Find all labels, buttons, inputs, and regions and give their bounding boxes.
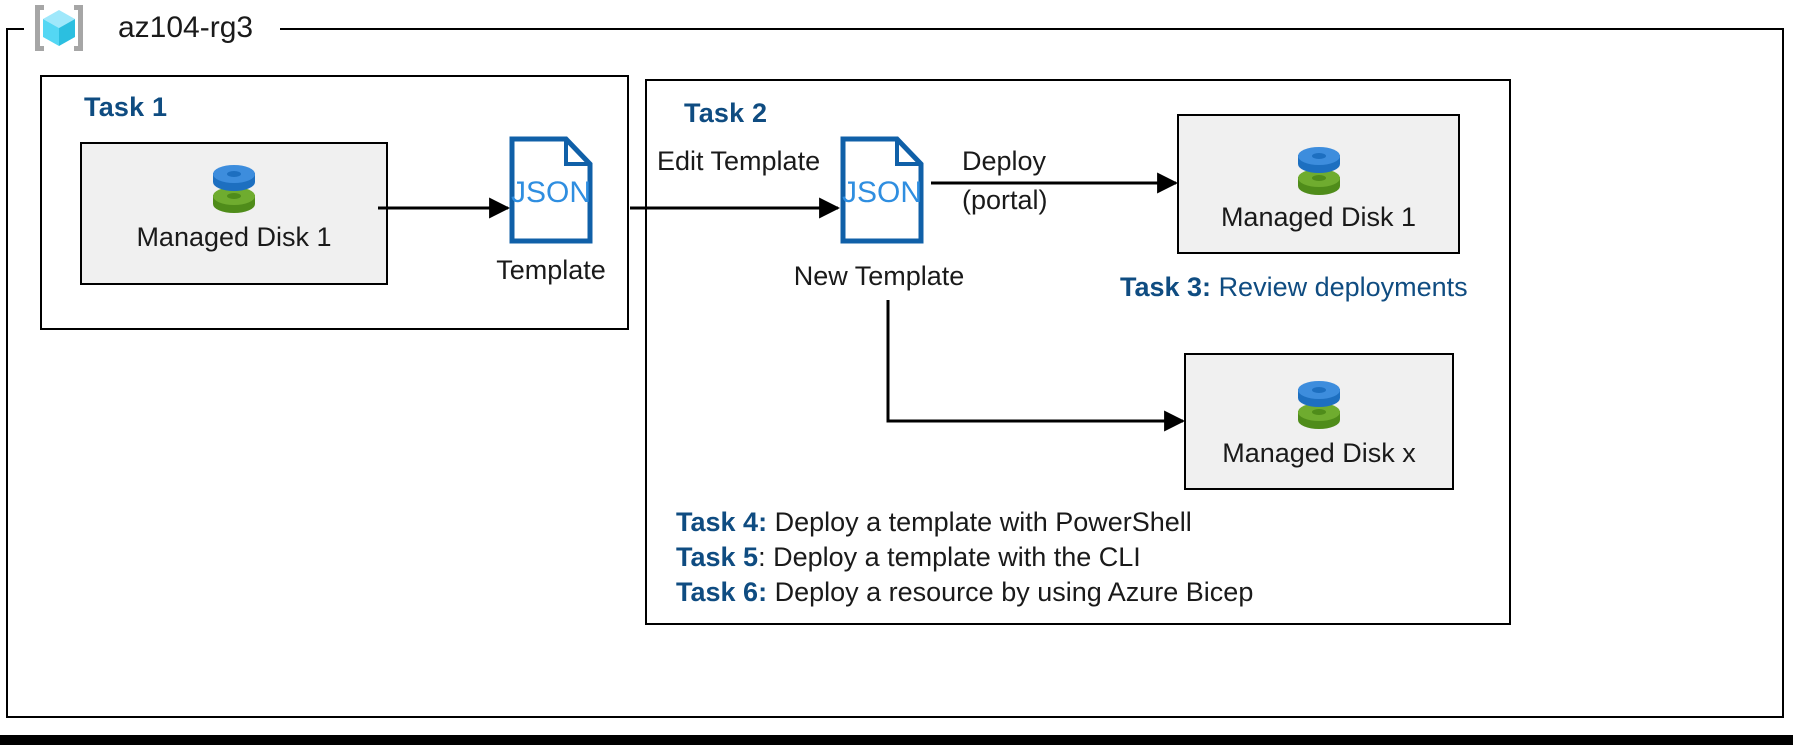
task-list: Task 4: Deploy a template with PowerShel…: [676, 505, 1253, 610]
managed-disk-icon: [205, 157, 263, 217]
managed-disk-icon: [1290, 139, 1348, 199]
new-template-caption: New Template: [793, 261, 965, 291]
task-5-text: Deploy a template with the CLI: [773, 542, 1141, 572]
template-caption: Template: [496, 255, 606, 285]
task-3-caption: Task 3: Review deployments: [1120, 272, 1468, 303]
svg-text:JSON: JSON: [511, 176, 591, 209]
task-list-item: Task 6: Deploy a resource by using Azure…: [676, 575, 1253, 610]
task-3-text: Review deployments: [1218, 272, 1468, 302]
json-document-icon: JSON: [509, 136, 593, 244]
json-document-icon-new-template: JSON: [840, 136, 924, 244]
resource-group-name: az104-rg3: [118, 11, 254, 44]
task-4-separator: :: [758, 507, 768, 537]
task-4-key: Task 4: [676, 507, 759, 537]
task-4-text: Deploy a template with PowerShell: [774, 507, 1192, 537]
resource-group-frame: [6, 28, 1784, 718]
bottom-edge-strip: [0, 735, 1793, 745]
task-5-key: Task 5: [676, 542, 759, 572]
deploy-arrow-label-line2: (portal): [962, 185, 1048, 215]
task-1-title: Task 1: [84, 92, 168, 122]
managed-disk-icon: [1290, 373, 1348, 433]
deploy-arrow-label-line1: Deploy: [962, 146, 1047, 176]
svg-text:JSON: JSON: [842, 176, 922, 209]
managed-disk-1-deployed-label: Managed Disk 1: [1220, 202, 1417, 232]
managed-disk-1-source-label: Managed Disk 1: [136, 222, 332, 252]
task-5-separator: :: [758, 542, 766, 572]
task-3-key: Task 3:: [1120, 272, 1212, 302]
resource-group-frame-top: [6, 28, 1784, 30]
task-6-text: Deploy a resource by using Azure Bicep: [774, 577, 1254, 607]
managed-disk-x-label: Managed Disk x: [1222, 438, 1416, 468]
task-6-separator: :: [758, 577, 768, 607]
task-6-key: Task 6: [676, 577, 759, 607]
resource-group-cube-icon: [30, 2, 88, 54]
edit-template-arrow-label: Edit Template: [657, 146, 821, 176]
task-list-item: Task 4: Deploy a template with PowerShel…: [676, 505, 1253, 540]
task-list-item: Task 5: Deploy a template with the CLI: [676, 540, 1253, 575]
task-2-title: Task 2: [684, 98, 768, 128]
